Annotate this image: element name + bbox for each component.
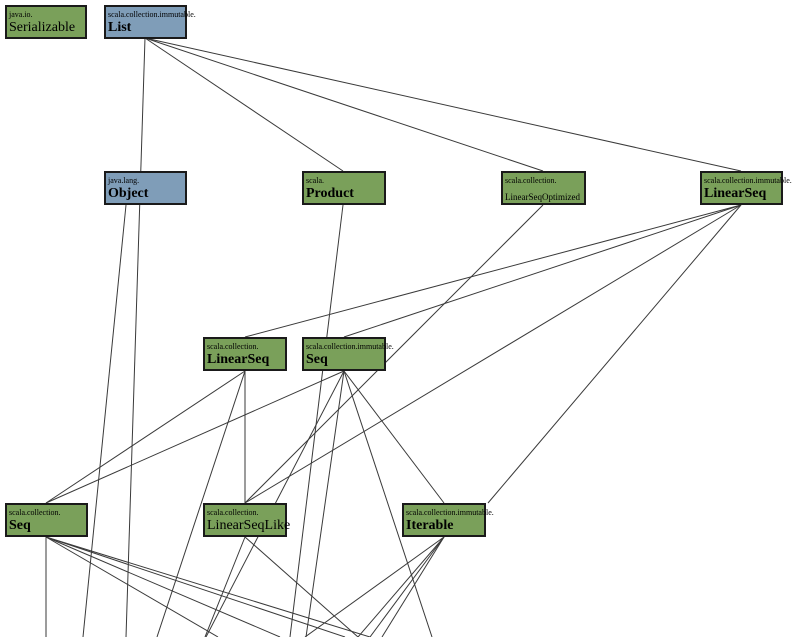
node-type-name: LinearSeq: [207, 352, 270, 367]
node-package-label: java.io.: [9, 10, 33, 19]
edge-object-down: [82, 204, 127, 637]
node-type-name: Product: [306, 186, 354, 201]
node-type-name: LinearSeqOptimized: [505, 192, 580, 202]
node-immutable-seq[interactable]: scala.collection.immutable. Seq: [302, 337, 394, 371]
node-type-name: Serializable: [9, 20, 76, 35]
node-type-name: Seq: [9, 518, 31, 533]
node-linear-seq-like[interactable]: scala.collection. LinearSeqLike: [203, 503, 291, 537]
node-package-label: scala.collection.immutable.: [306, 342, 394, 351]
edge-imm-linearseq-iterable: [487, 204, 742, 504]
edge-iterable-down-2: [357, 536, 445, 637]
edge-list-immutable-linearseq: [144, 37, 742, 172]
node-java-lang-object[interactable]: java.lang. Object: [104, 171, 187, 205]
edge-coll-linearseq-down: [156, 370, 246, 637]
node-immutable-list[interactable]: scala.collection.immutable. List: [104, 5, 196, 39]
inheritance-edges: [45, 37, 742, 637]
node-collection-linear-seq[interactable]: scala.collection. LinearSeq: [203, 337, 287, 371]
node-scala-product[interactable]: scala. Product: [302, 171, 386, 205]
edge-coll-seq-down-2: [45, 536, 219, 637]
edge-imm-seq-iterable: [343, 370, 445, 504]
node-type-name: LinearSeq: [704, 186, 767, 201]
edge-imm-seq-down-1: [343, 370, 433, 637]
node-java-io-serializable[interactable]: java.io. Serializable: [5, 5, 87, 39]
edge-coll-linearseq-seq: [45, 370, 246, 504]
node-type-name: LinearSeqLike: [207, 518, 291, 533]
edge-linearseqlike-down-1: [204, 536, 246, 637]
edge-coll-seq-down-5: [45, 536, 371, 637]
edge-coll-seq-down-3: [45, 536, 281, 637]
node-package-label: scala.collection.immutable.: [406, 508, 494, 517]
edge-list-linearseqoptimized: [144, 37, 544, 172]
edge-imm-linearseq-linearseqlike: [244, 204, 742, 504]
node-package-label: java.lang.: [108, 176, 140, 185]
edge-imm-seq-coll-seq: [45, 370, 345, 504]
node-immutable-linear-seq[interactable]: scala.collection.immutable. LinearSeq: [700, 171, 792, 205]
edge-linearseqoptimized-linearseqlike: [244, 204, 544, 504]
node-immutable-iterable[interactable]: scala.collection.immutable. Iterable: [402, 503, 494, 537]
node-package-label: scala.collection.: [207, 342, 259, 351]
node-package-label: scala.collection.immutable.: [108, 10, 196, 19]
node-type-name: Iterable: [406, 518, 454, 533]
edge-imm-seq-down-3: [305, 370, 345, 637]
edge-linearseqlike-down-2: [244, 536, 359, 637]
edge-iterable-down-4: [381, 536, 445, 637]
edge-list-product: [144, 37, 344, 172]
edge-iterable-down-3: [369, 536, 445, 637]
node-collection-seq[interactable]: scala.collection. Seq: [5, 503, 88, 537]
node-package-label: scala.collection.: [505, 176, 557, 185]
edge-iterable-down-1: [304, 536, 445, 637]
edge-coll-seq-down-4: [45, 536, 346, 637]
node-linear-seq-optimized[interactable]: scala.collection. LinearSeqOptimized: [501, 171, 586, 205]
node-package-label: scala.collection.immutable.: [704, 176, 792, 185]
edge-list-object: [125, 37, 146, 637]
node-type-name: Object: [108, 186, 149, 201]
node-type-name: Seq: [306, 352, 328, 367]
node-package-label: scala.: [306, 176, 324, 185]
edge-imm-linearseq-imm-seq: [343, 204, 742, 338]
edge-product-down: [289, 204, 344, 637]
edge-imm-linearseq-coll-linearseq: [244, 204, 742, 338]
node-package-label: scala.collection.: [9, 508, 61, 517]
node-type-name: List: [108, 20, 132, 35]
node-package-label: scala.collection.: [207, 508, 259, 517]
